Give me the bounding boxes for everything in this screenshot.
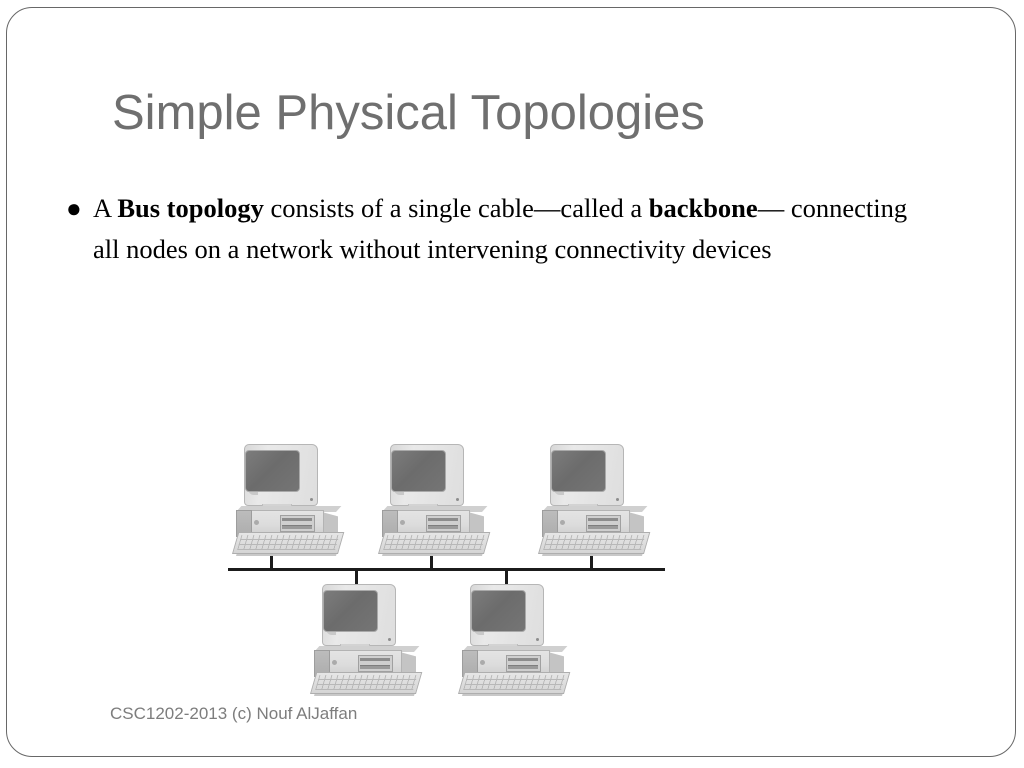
body-text-run: consists of a single cable—called a: [263, 193, 649, 223]
body-text-run: A: [93, 193, 118, 223]
emphasis-term: Bus topology: [117, 193, 264, 223]
list-item: ● A Bus topology consists of a single ca…: [60, 188, 920, 270]
page-title: Simple Physical Topologies: [112, 86, 705, 140]
bullet-text: A Bus topology consists of a single cabl…: [93, 193, 907, 264]
bullet-marker-icon: ●: [66, 194, 82, 223]
footer-credit: CSC1202-2013 (c) Nouf AlJaffan: [110, 704, 358, 723]
emphasis-term: backbone: [648, 193, 758, 223]
slide-body: ● A Bus topology consists of a single ca…: [60, 188, 920, 270]
body-text-run: — connecting all nodes on a network with…: [93, 193, 908, 264]
